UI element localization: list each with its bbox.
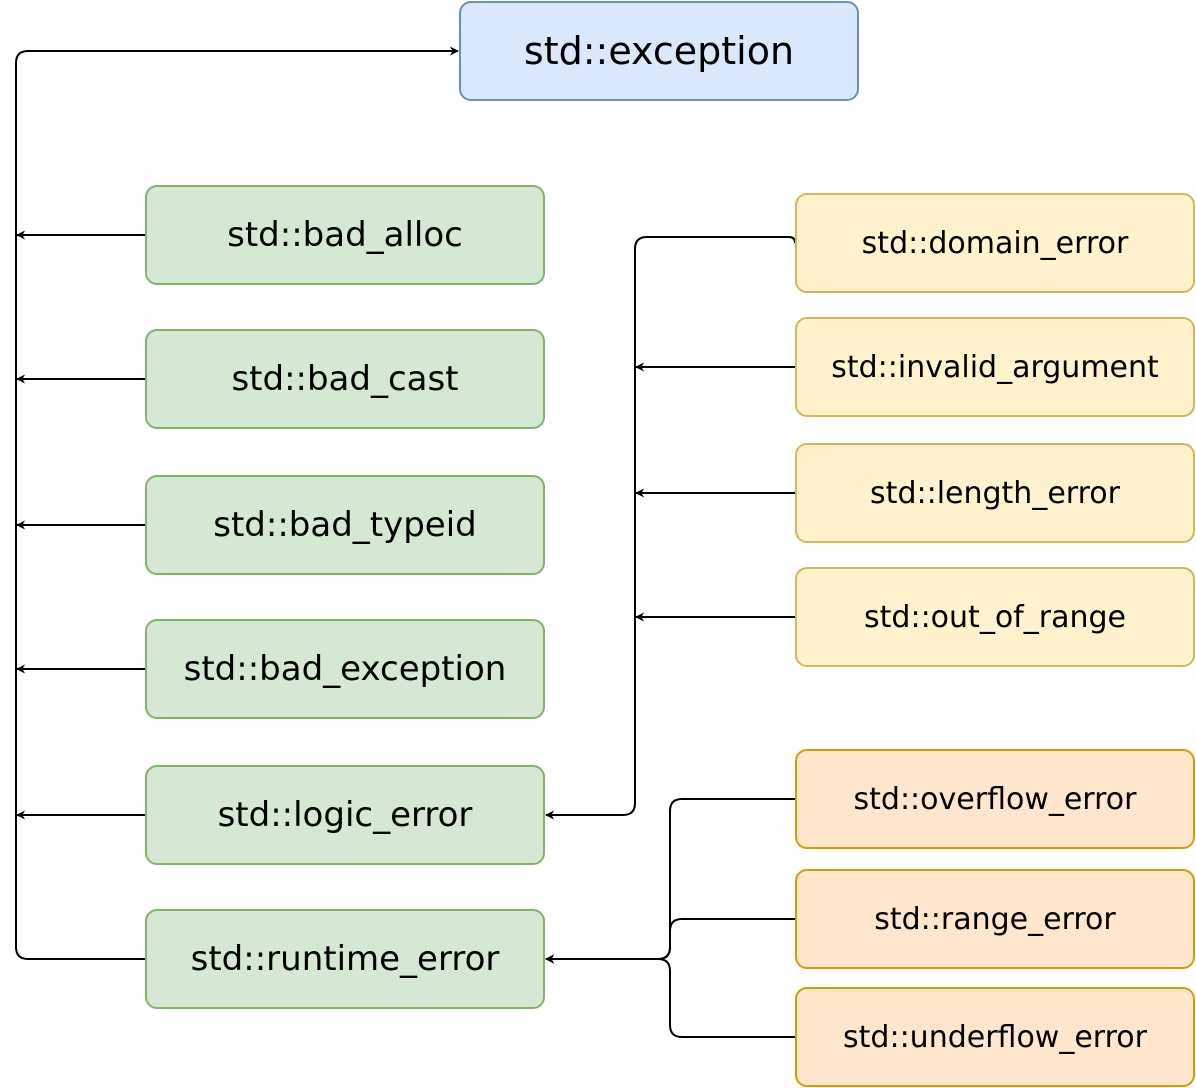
node-std-length-error: std::length_error <box>795 443 1195 543</box>
node-std-exception: std::exception <box>459 1 859 101</box>
node-std-bad-alloc: std::bad_alloc <box>145 185 545 285</box>
node-std-overflow-error: std::overflow_error <box>795 749 1195 849</box>
edge-underflow-error-to-runtime-error <box>545 954 795 1038</box>
node-std-bad-exception: std::bad_exception <box>145 619 545 719</box>
edge-domain-error-to-logic-error <box>545 236 796 820</box>
node-std-out-of-range: std::out_of_range <box>795 567 1195 667</box>
node-std-underflow-error: std::underflow_error <box>795 987 1195 1087</box>
edge-range-error-to-runtime-error <box>545 918 795 964</box>
edge-runtime-error-to-exception <box>15 46 459 960</box>
node-std-bad-typeid: std::bad_typeid <box>145 475 545 575</box>
node-std-invalid-argument: std::invalid_argument <box>795 317 1195 417</box>
node-std-runtime-error: std::runtime_error <box>145 909 545 1009</box>
node-std-bad-cast: std::bad_cast <box>145 329 545 429</box>
node-std-domain-error: std::domain_error <box>795 193 1195 293</box>
node-std-logic-error: std::logic_error <box>145 765 545 865</box>
node-std-range-error: std::range_error <box>795 869 1195 969</box>
